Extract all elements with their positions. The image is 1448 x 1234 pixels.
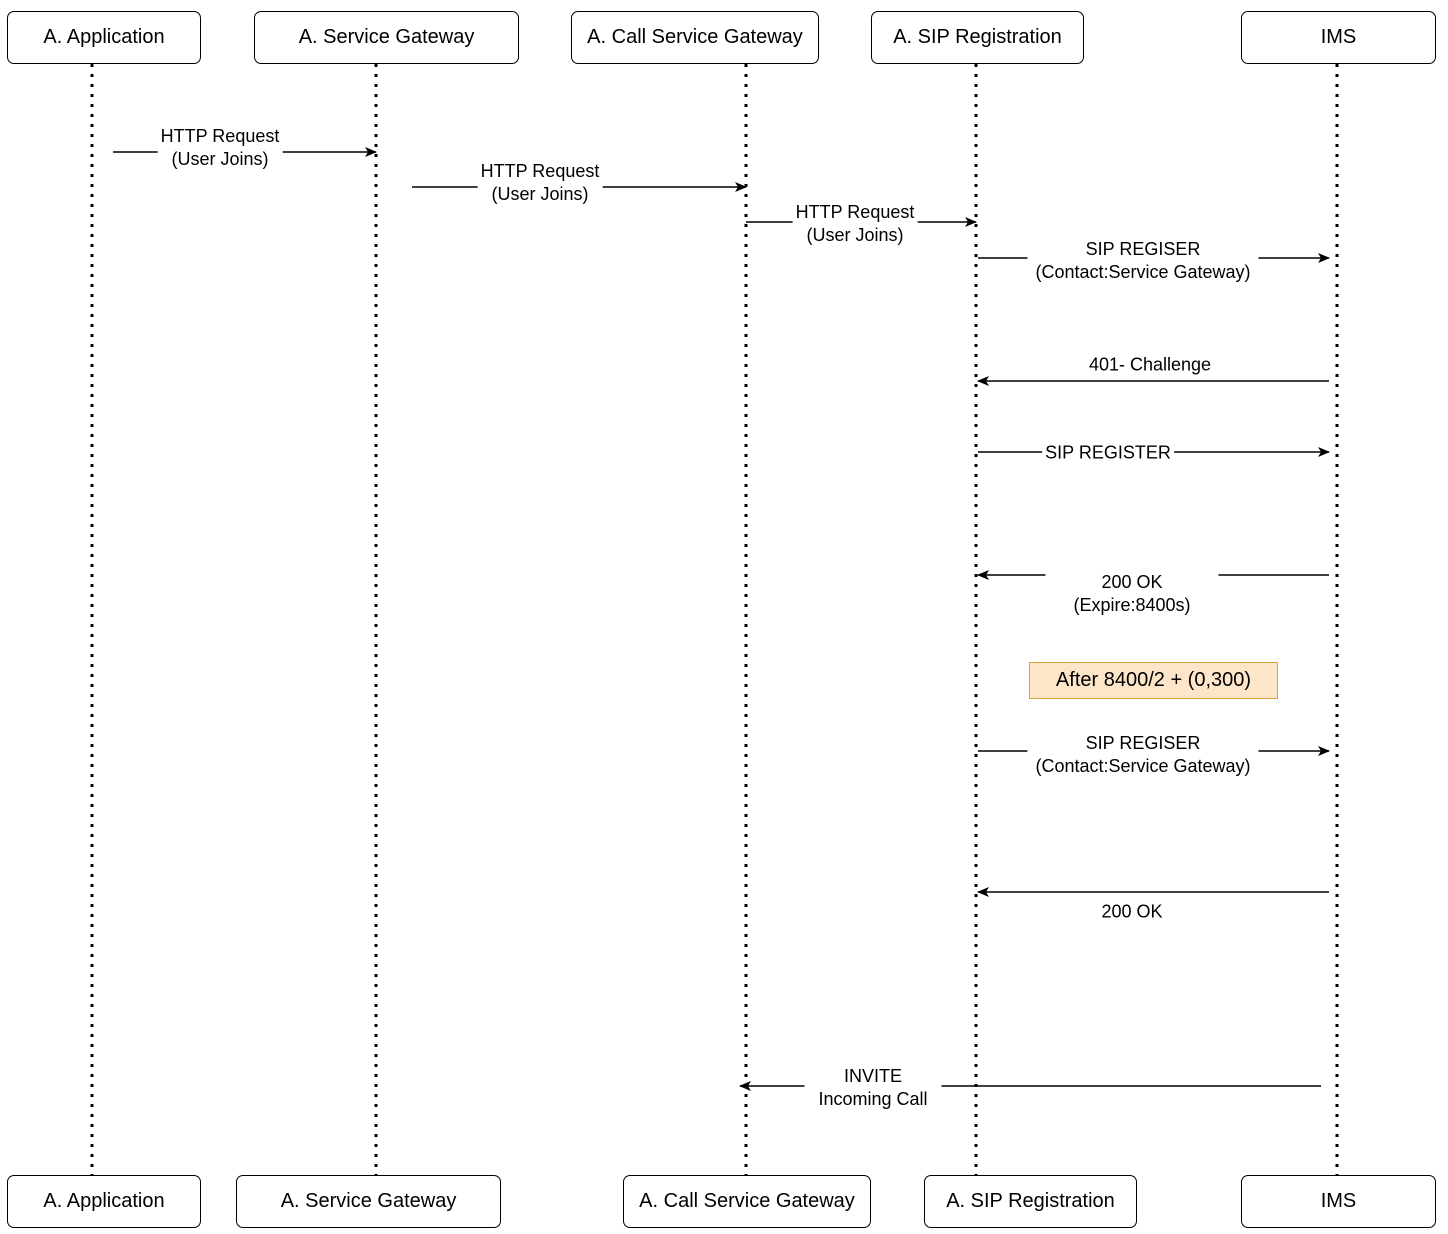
participant-top-service-gateway: A. Service Gateway (254, 11, 519, 64)
participant-top-ims: IMS (1241, 11, 1436, 64)
message-label-8: SIP REGISER (Contact:Service Gateway) (1027, 732, 1259, 778)
participant-top-application: A. Application (7, 11, 201, 64)
message-line-1: SIP REGISER (1085, 733, 1201, 753)
participant-label: A. SIP Registration (946, 1190, 1115, 1212)
participant-label: A. SIP Registration (893, 26, 1062, 48)
message-line-1: 200 OK (1101, 901, 1163, 922)
message-label-5: 401- Challenge (1086, 354, 1214, 377)
participant-label: A. Service Gateway (298, 26, 475, 48)
message-line-1: INVITE (843, 1066, 903, 1086)
message-line-2: (Contact:Service Gateway) (1035, 756, 1251, 776)
participant-label: A. Call Service Gateway (587, 26, 803, 48)
message-label-1: HTTP Request (User Joins) (157, 125, 283, 171)
message-line-2: (Expire:8400s) (1073, 595, 1191, 615)
message-label-9: 200 OK (1098, 901, 1165, 924)
message-label-4: SIP REGISER (Contact:Service Gateway) (1027, 238, 1259, 284)
message-line-1: HTTP Request (795, 202, 915, 222)
message-line-1: SIP REGISTER (1045, 442, 1171, 463)
participant-label: A. Application (43, 26, 165, 48)
participant-bottom-sip-registration: A. SIP Registration (924, 1175, 1137, 1228)
participant-top-sip-registration: A. SIP Registration (871, 11, 1084, 64)
message-line-1: 401- Challenge (1088, 354, 1212, 375)
participant-label: A. Service Gateway (280, 1190, 457, 1212)
message-line-1: HTTP Request (480, 161, 600, 181)
message-line-1: SIP REGISER (1085, 239, 1201, 259)
message-line-2: (Contact:Service Gateway) (1035, 262, 1251, 282)
message-label-10: INVITE Incoming Call (804, 1065, 942, 1111)
message-label-2: HTTP Request (User Joins) (477, 160, 603, 206)
participant-label: IMS (1320, 1190, 1357, 1212)
message-line-1: 200 OK (1101, 572, 1163, 592)
timer-note-text: After 8400/2 + (0,300) (1055, 669, 1252, 691)
participant-bottom-service-gateway: A. Service Gateway (236, 1175, 501, 1228)
message-label-3: HTTP Request (User Joins) (792, 201, 918, 247)
participant-label: A. Call Service Gateway (639, 1190, 855, 1212)
participant-bottom-ims: IMS (1241, 1175, 1436, 1228)
participant-label: A. Application (43, 1190, 165, 1212)
message-label-6: SIP REGISTER (1042, 441, 1174, 465)
message-line-2: Incoming Call (818, 1089, 928, 1109)
message-line-1: HTTP Request (160, 126, 280, 146)
participant-bottom-application: A. Application (7, 1175, 201, 1228)
timer-note: After 8400/2 + (0,300) (1029, 662, 1278, 699)
message-line-2: (User Joins) (171, 149, 269, 169)
message-line-2: (User Joins) (806, 225, 904, 245)
participant-top-call-service-gateway: A. Call Service Gateway (571, 11, 819, 64)
participant-bottom-call-service-gateway: A. Call Service Gateway (623, 1175, 871, 1228)
message-line-2: (User Joins) (491, 184, 589, 204)
message-label-7: 200 OK (Expire:8400s) (1045, 571, 1219, 617)
participant-label: IMS (1320, 26, 1357, 48)
